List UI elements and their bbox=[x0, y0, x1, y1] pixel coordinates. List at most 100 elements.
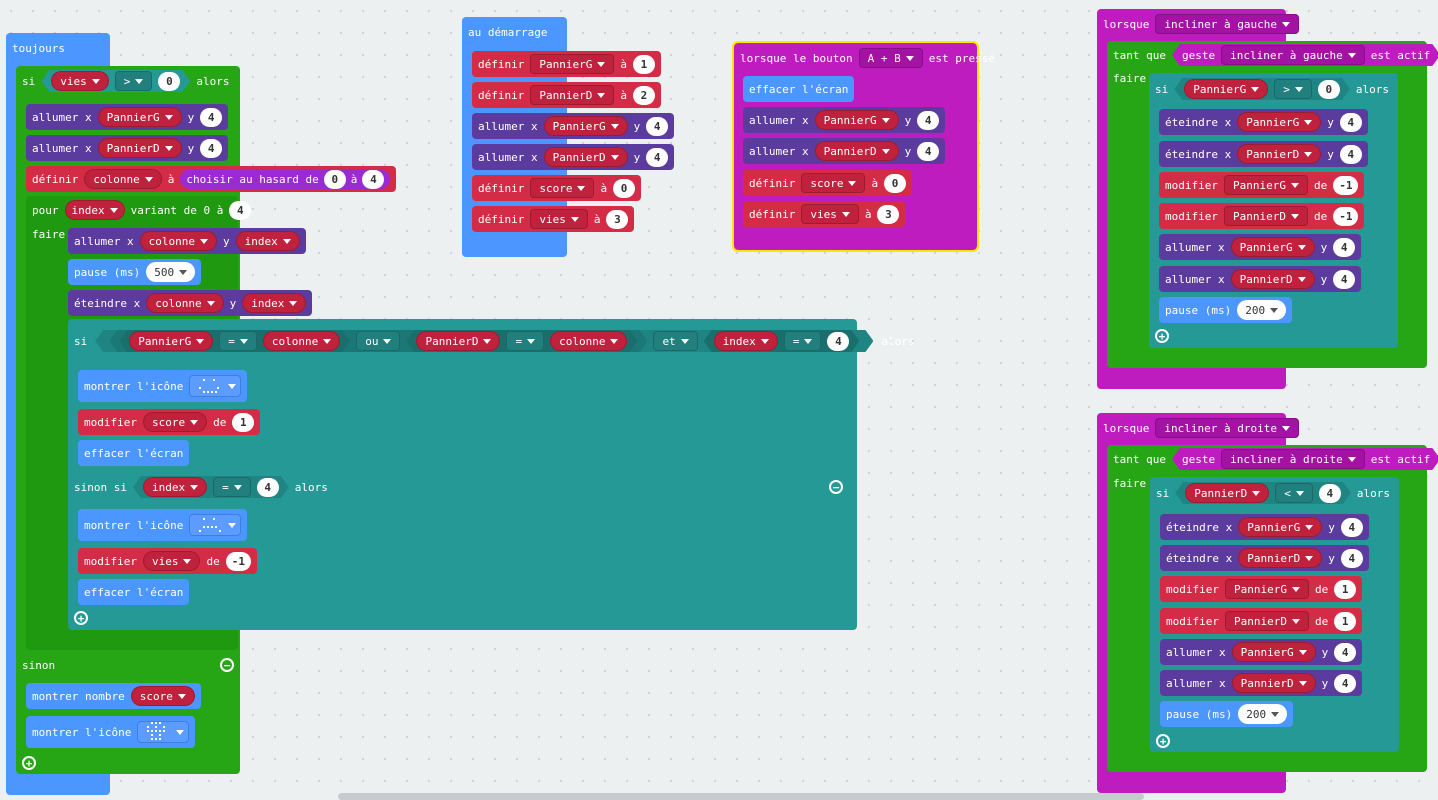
num-4[interactable]: 4 bbox=[1334, 673, 1357, 693]
if-right-row[interactable]: si PannierD < 4 alors bbox=[1150, 480, 1399, 506]
op-eq[interactable]: = bbox=[506, 331, 544, 351]
op-gt[interactable]: > bbox=[115, 71, 153, 91]
var-index[interactable]: index bbox=[235, 231, 300, 251]
show-icon-skull[interactable]: montrer l'icône bbox=[26, 716, 196, 748]
var-pannierg[interactable]: PannierG bbox=[1224, 579, 1309, 599]
if-lives-row[interactable]: si vies > 0 alors bbox=[16, 68, 240, 94]
var-colonne[interactable]: colonne bbox=[146, 293, 224, 313]
num-3[interactable]: 3 bbox=[606, 209, 629, 229]
num-minus1[interactable]: -1 bbox=[225, 551, 251, 571]
set-colonne[interactable]: définir colonne à choisir au hasard de 0… bbox=[26, 166, 397, 192]
var-colonne[interactable]: colonne bbox=[550, 331, 627, 351]
var-pannierg[interactable]: PannierG bbox=[1223, 175, 1308, 195]
num-0[interactable]: 0 bbox=[1318, 80, 1340, 99]
num-4[interactable]: 4 bbox=[257, 478, 279, 497]
clear-screen[interactable]: effacer l'écran bbox=[743, 76, 855, 102]
num-4[interactable]: 4 bbox=[1334, 642, 1357, 662]
var-vies[interactable]: vies bbox=[530, 209, 588, 229]
num-4[interactable]: 4 bbox=[646, 116, 669, 136]
var-pannierg[interactable]: PannierG bbox=[1184, 79, 1268, 99]
gesture-active-right[interactable]: geste incliner à droite est actif bbox=[1172, 448, 1438, 470]
sad-icon[interactable] bbox=[189, 514, 242, 536]
num-0[interactable]: 0 bbox=[613, 178, 636, 198]
on-tilt-right-row[interactable]: lorsque incliner à droite bbox=[1097, 415, 1305, 441]
random-block[interactable]: choisir au hasard de 0 à 4 bbox=[180, 169, 391, 189]
var-colonne[interactable]: colonne bbox=[84, 169, 162, 189]
happy-icon[interactable] bbox=[189, 375, 242, 397]
op-lt[interactable]: < bbox=[1275, 483, 1313, 503]
var-pannierg[interactable]: PannierG bbox=[129, 331, 213, 351]
var-pannierg[interactable]: PannierG bbox=[1231, 642, 1316, 662]
show-icon-happy[interactable]: montrer l'icône bbox=[78, 370, 248, 402]
num-minus1[interactable]: -1 bbox=[1333, 175, 1359, 195]
catch-if-row[interactable]: si PannierG = colonne ou PannierD = colo… bbox=[68, 328, 921, 354]
horizontal-scrollbar[interactable] bbox=[338, 793, 1144, 800]
show-icon-sad[interactable]: montrer l'icône bbox=[78, 509, 248, 541]
var-score[interactable]: score bbox=[801, 173, 866, 193]
var-vies[interactable]: vies bbox=[51, 71, 109, 91]
change-vies[interactable]: modifier vies de-1 bbox=[78, 548, 257, 574]
while-left-row[interactable]: tant que geste incliner à gauche est act… bbox=[1107, 42, 1438, 68]
compare-vies[interactable]: vies > 0 bbox=[41, 70, 190, 92]
while-right-row[interactable]: tant que geste incliner à droite est act… bbox=[1107, 446, 1438, 472]
else-row[interactable]: sinon − bbox=[16, 652, 240, 678]
num-4[interactable]: 4 bbox=[200, 107, 223, 127]
gesture-select[interactable]: incliner à droite bbox=[1221, 449, 1365, 469]
change-pannierg[interactable]: modifier PannierG de-1 bbox=[1159, 172, 1365, 198]
num-4[interactable]: 4 bbox=[1339, 112, 1362, 132]
num-minus1[interactable]: -1 bbox=[1333, 206, 1359, 226]
var-index[interactable]: index bbox=[242, 293, 307, 313]
op-et[interactable]: et bbox=[653, 331, 697, 351]
var-pannierd[interactable]: PannierD bbox=[1238, 548, 1323, 568]
var-index[interactable]: index bbox=[143, 477, 207, 497]
num-1[interactable]: 1 bbox=[1334, 611, 1357, 631]
var-pannierg[interactable]: PannierG bbox=[530, 54, 615, 74]
button-select[interactable]: A + B bbox=[858, 48, 923, 68]
on-button-row[interactable]: lorsque le bouton A + B est pressé bbox=[734, 45, 1001, 71]
eq-index-else[interactable]: index = 4 bbox=[133, 476, 289, 498]
op-ou[interactable]: ou bbox=[356, 331, 400, 351]
eq-index[interactable]: index = 4 bbox=[704, 330, 860, 352]
plus-icon[interactable]: + bbox=[1155, 329, 1169, 343]
op-gt[interactable]: > bbox=[1274, 79, 1312, 99]
var-colonne[interactable]: colonne bbox=[139, 231, 217, 251]
plus-icon[interactable]: + bbox=[22, 756, 36, 770]
and-condition[interactable]: PannierG = colonne ou PannierD = colonne… bbox=[95, 330, 873, 352]
pause-500[interactable]: pause (ms) 500 bbox=[68, 259, 202, 285]
var-vies[interactable]: vies bbox=[801, 204, 859, 224]
else-if-row[interactable]: sinon si index = 4 alors − bbox=[68, 474, 857, 500]
var-pannierg[interactable]: PannierG bbox=[1238, 517, 1323, 537]
num-1[interactable]: 1 bbox=[232, 412, 255, 432]
num-1[interactable]: 1 bbox=[632, 54, 655, 74]
num-4[interactable]: 4 bbox=[1333, 237, 1356, 257]
or-condition[interactable]: PannierG = colonne ou PannierD = colonne bbox=[109, 330, 647, 352]
var-pannierd[interactable]: PannierD bbox=[1237, 144, 1322, 164]
num-3[interactable]: 3 bbox=[877, 204, 900, 224]
num-4[interactable]: 4 bbox=[917, 141, 940, 161]
num-0[interactable]: 0 bbox=[884, 173, 907, 193]
num-0[interactable]: 0 bbox=[158, 72, 180, 91]
pause-value[interactable]: 500 bbox=[146, 262, 196, 282]
gesture-select[interactable]: incliner à gauche bbox=[1221, 45, 1365, 65]
var-pannierg[interactable]: PannierG bbox=[97, 107, 182, 127]
op-eq[interactable]: = bbox=[213, 477, 251, 497]
var-score[interactable]: score bbox=[530, 178, 595, 198]
num-4[interactable]: 4 bbox=[646, 147, 669, 167]
minus-icon[interactable]: − bbox=[829, 480, 843, 494]
num-4[interactable]: 4 bbox=[1333, 269, 1356, 289]
